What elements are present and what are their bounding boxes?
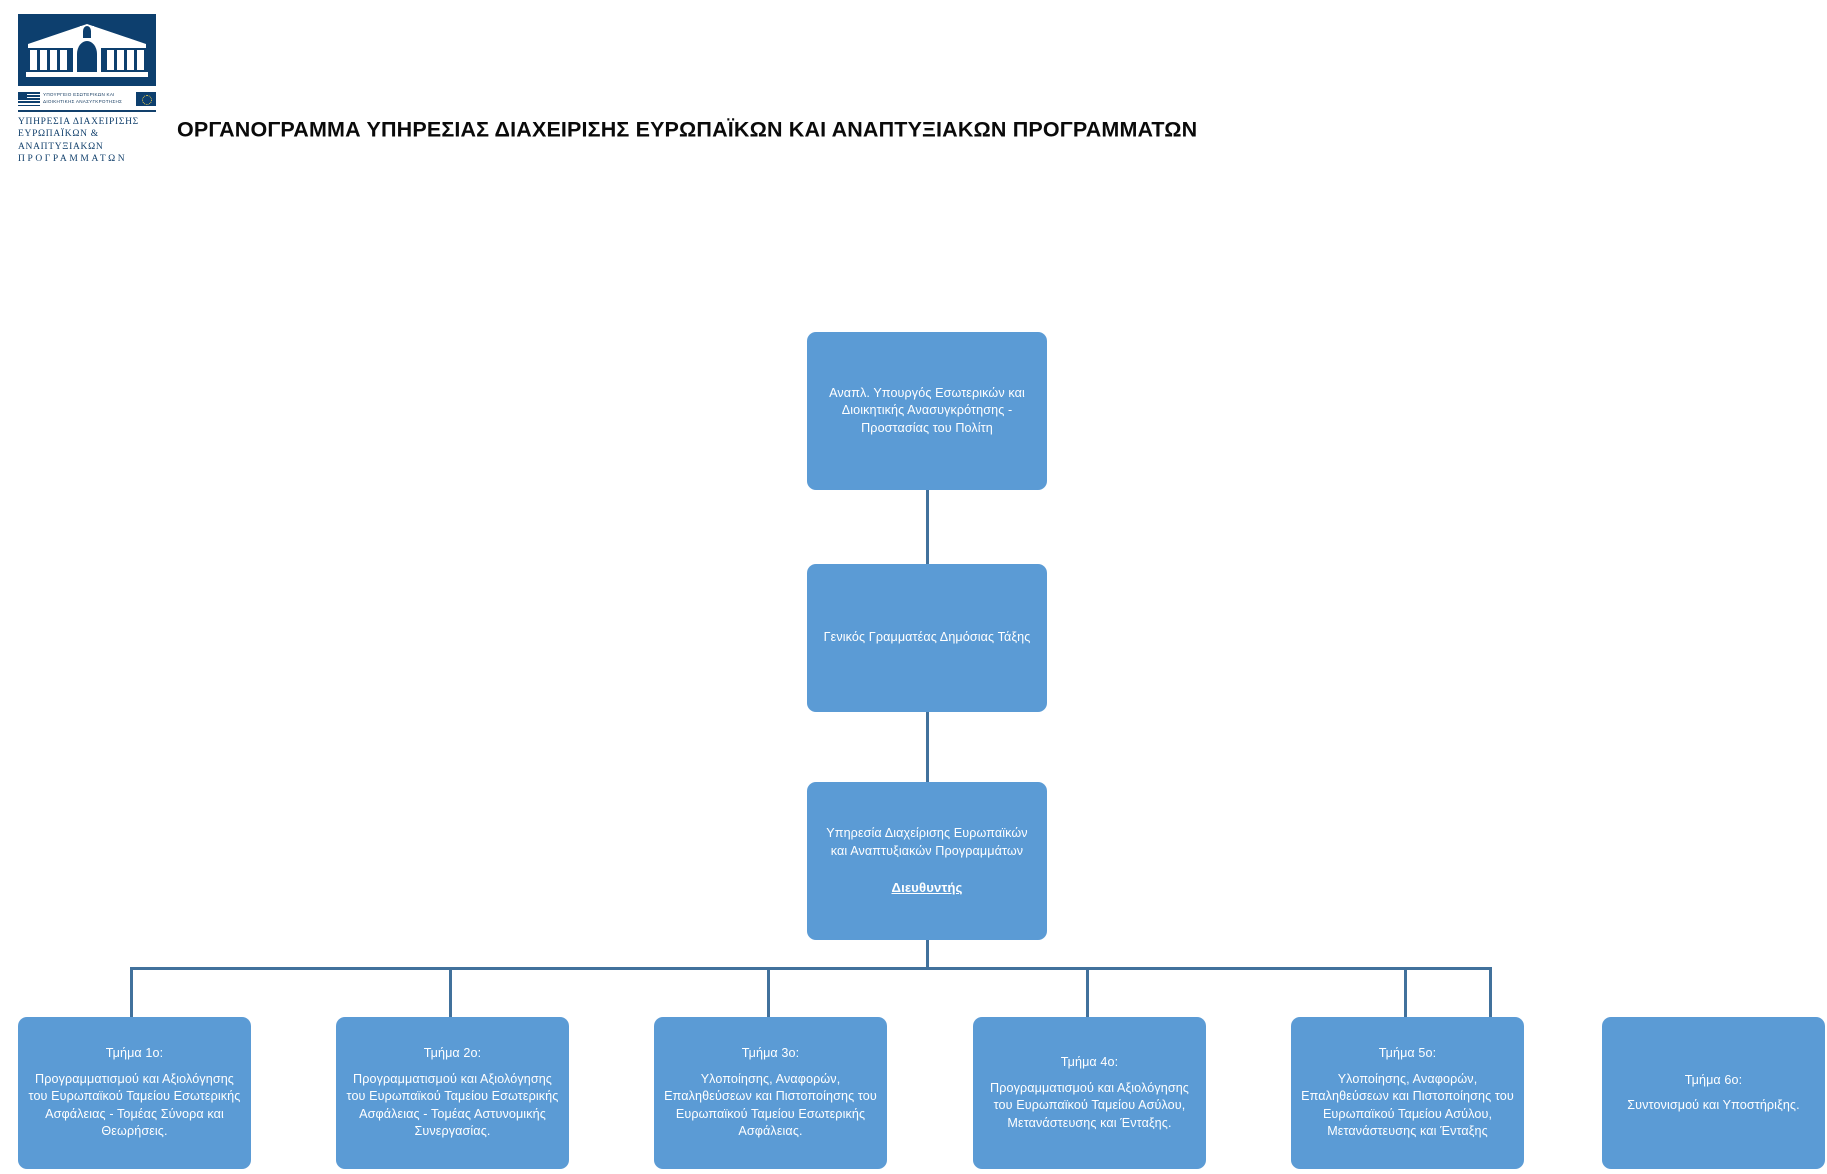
logo-caption-line-3: ΠΡΟΓΡΑΜΜΑΤΩΝ [18,154,128,164]
connector-secretary-to-service [925,712,929,782]
node-department-4-body: Προγραμματισμού και Αξιολόγησης του Ευρω… [990,1080,1189,1130]
logo-divider [18,110,156,112]
node-general-secretary-label: Γενικός Γραμματέας Δημόσιας Τάξης [823,630,1031,645]
connector-horizontal-bus [130,967,1491,970]
connector-bus-to-dept-5 [1404,967,1407,1017]
connector-bus-to-dept-1 [130,967,133,1017]
logo-caption-line-1: ΥΠΗΡΕΣΙΑ ΔΙΑΧΕΙΡΙΣΗΣ [18,116,139,127]
node-general-secretary[interactable]: Γενικός Γραμματέας Δημόσιας Τάξης [807,564,1047,712]
node-department-2-heading: Τμήμα 2ο: [423,1046,482,1061]
node-minister[interactable]: Αναπλ. Υπουργός Εσωτερικών και Διοικητικ… [807,332,1047,490]
node-department-2[interactable]: Τμήμα 2ο: Προγραμματισμού και Αξιολόγηση… [336,1017,569,1169]
classical-building-icon [18,14,156,86]
node-department-3-body: Υλοποίησης, Αναφορών, Επαληθεύσεων και Π… [664,1071,877,1139]
node-service-label: Υπηρεσία Διαχείρισης Ευρωπαϊκών και Αναπ… [826,826,1028,858]
connector-minister-to-secretary [925,490,929,564]
node-service-directorate[interactable]: Υπηρεσία Διαχείρισης Ευρωπαϊκών και Αναπ… [807,782,1047,940]
node-department-4-heading: Τμήμα 4ο: [1060,1055,1119,1069]
node-department-1-heading: Τμήμα 1ο: [105,1046,164,1061]
connector-bus-to-dept-2 [449,967,452,1017]
eu-flag-icon [136,91,156,106]
node-department-1[interactable]: Τμήμα 1ο: Προγραμματισμού και Αξιολόγηση… [18,1017,251,1169]
greek-flag-icon [18,91,40,106]
node-department-5-body: Υλοποίησης, Αναφορών, Επαληθεύσεων και Π… [1301,1071,1514,1139]
page-header: ΥΠΟΥΡΓΕΙΟ ΕΣΩΤΕΡΙΚΩΝ ΚΑΙ ΔΙΟΙΚΗΤΙΚΗΣ ΑΝΑ… [0,0,1827,175]
node-department-4[interactable]: Τμήμα 4ο: Προγραμματισμού και Αξιολόγηση… [973,1017,1206,1169]
logo-caption-line-2: ΕΥΡΩΠΑΪΚΩΝ & ΑΝΑΠΤΥΞΙΑΚΩΝ [18,129,104,152]
logo-ministry-band: ΥΠΟΥΡΓΕΙΟ ΕΣΩΤΕΡΙΚΩΝ ΚΑΙ ΔΙΟΙΚΗΤΙΚΗΣ ΑΝΑ… [18,90,156,107]
node-department-6-heading: Τμήμα 6ο: [1684,1072,1743,1087]
node-department-5[interactable]: Τμήμα 5ο: Υλοποίησης, Αναφορών, Επαληθεύ… [1291,1017,1524,1169]
node-department-3[interactable]: Τμήμα 3ο: Υλοποίησης, Αναφορών, Επαληθεύ… [654,1017,887,1169]
page-title: ΟΡΓΑΝΟΓΡΑΜΜΑ ΥΠΗΡΕΣΙΑΣ ΔΙΑΧΕΙΡΙΣΗΣ ΕΥΡΩΠ… [177,117,1198,142]
connector-bus-to-dept-3 [767,967,770,1017]
node-department-1-body: Προγραμματισμού και Αξιολόγησης του Ευρω… [28,1071,241,1139]
node-department-3-heading: Τμήμα 3ο: [741,1046,800,1061]
connector-bus-to-dept-4 [1086,967,1089,1017]
node-service-role: Διευθυντής [891,880,963,896]
node-minister-label: Αναπλ. Υπουργός Εσωτερικών και Διοικητικ… [829,385,1025,435]
logo-caption: ΥΠΗΡΕΣΙΑ ΔΙΑΧΕΙΡΙΣΗΣ ΕΥΡΩΠΑΪΚΩΝ & ΑΝΑΠΤΥ… [18,116,163,166]
connector-bus-to-dept-6 [1489,967,1492,1017]
node-department-5-heading: Τμήμα 5ο: [1378,1046,1437,1061]
node-department-6[interactable]: Τμήμα 6ο: Συντονισμού και Υποστήριξης. [1602,1017,1825,1169]
node-department-6-body: Συντονισμού και Υποστήριξης. [1627,1098,1800,1112]
connector-service-to-bus [925,940,929,968]
node-department-2-body: Προγραμματισμού και Αξιολόγησης του Ευρω… [346,1071,559,1139]
ministry-logo: ΥΠΟΥΡΓΕΙΟ ΕΣΩΤΕΡΙΚΩΝ ΚΑΙ ΔΙΟΙΚΗΤΙΚΗΣ ΑΝΑ… [18,14,170,164]
ministry-name: ΥΠΟΥΡΓΕΙΟ ΕΣΩΤΕΡΙΚΩΝ ΚΑΙ ΔΙΟΙΚΗΤΙΚΗΣ ΑΝΑ… [43,92,123,104]
